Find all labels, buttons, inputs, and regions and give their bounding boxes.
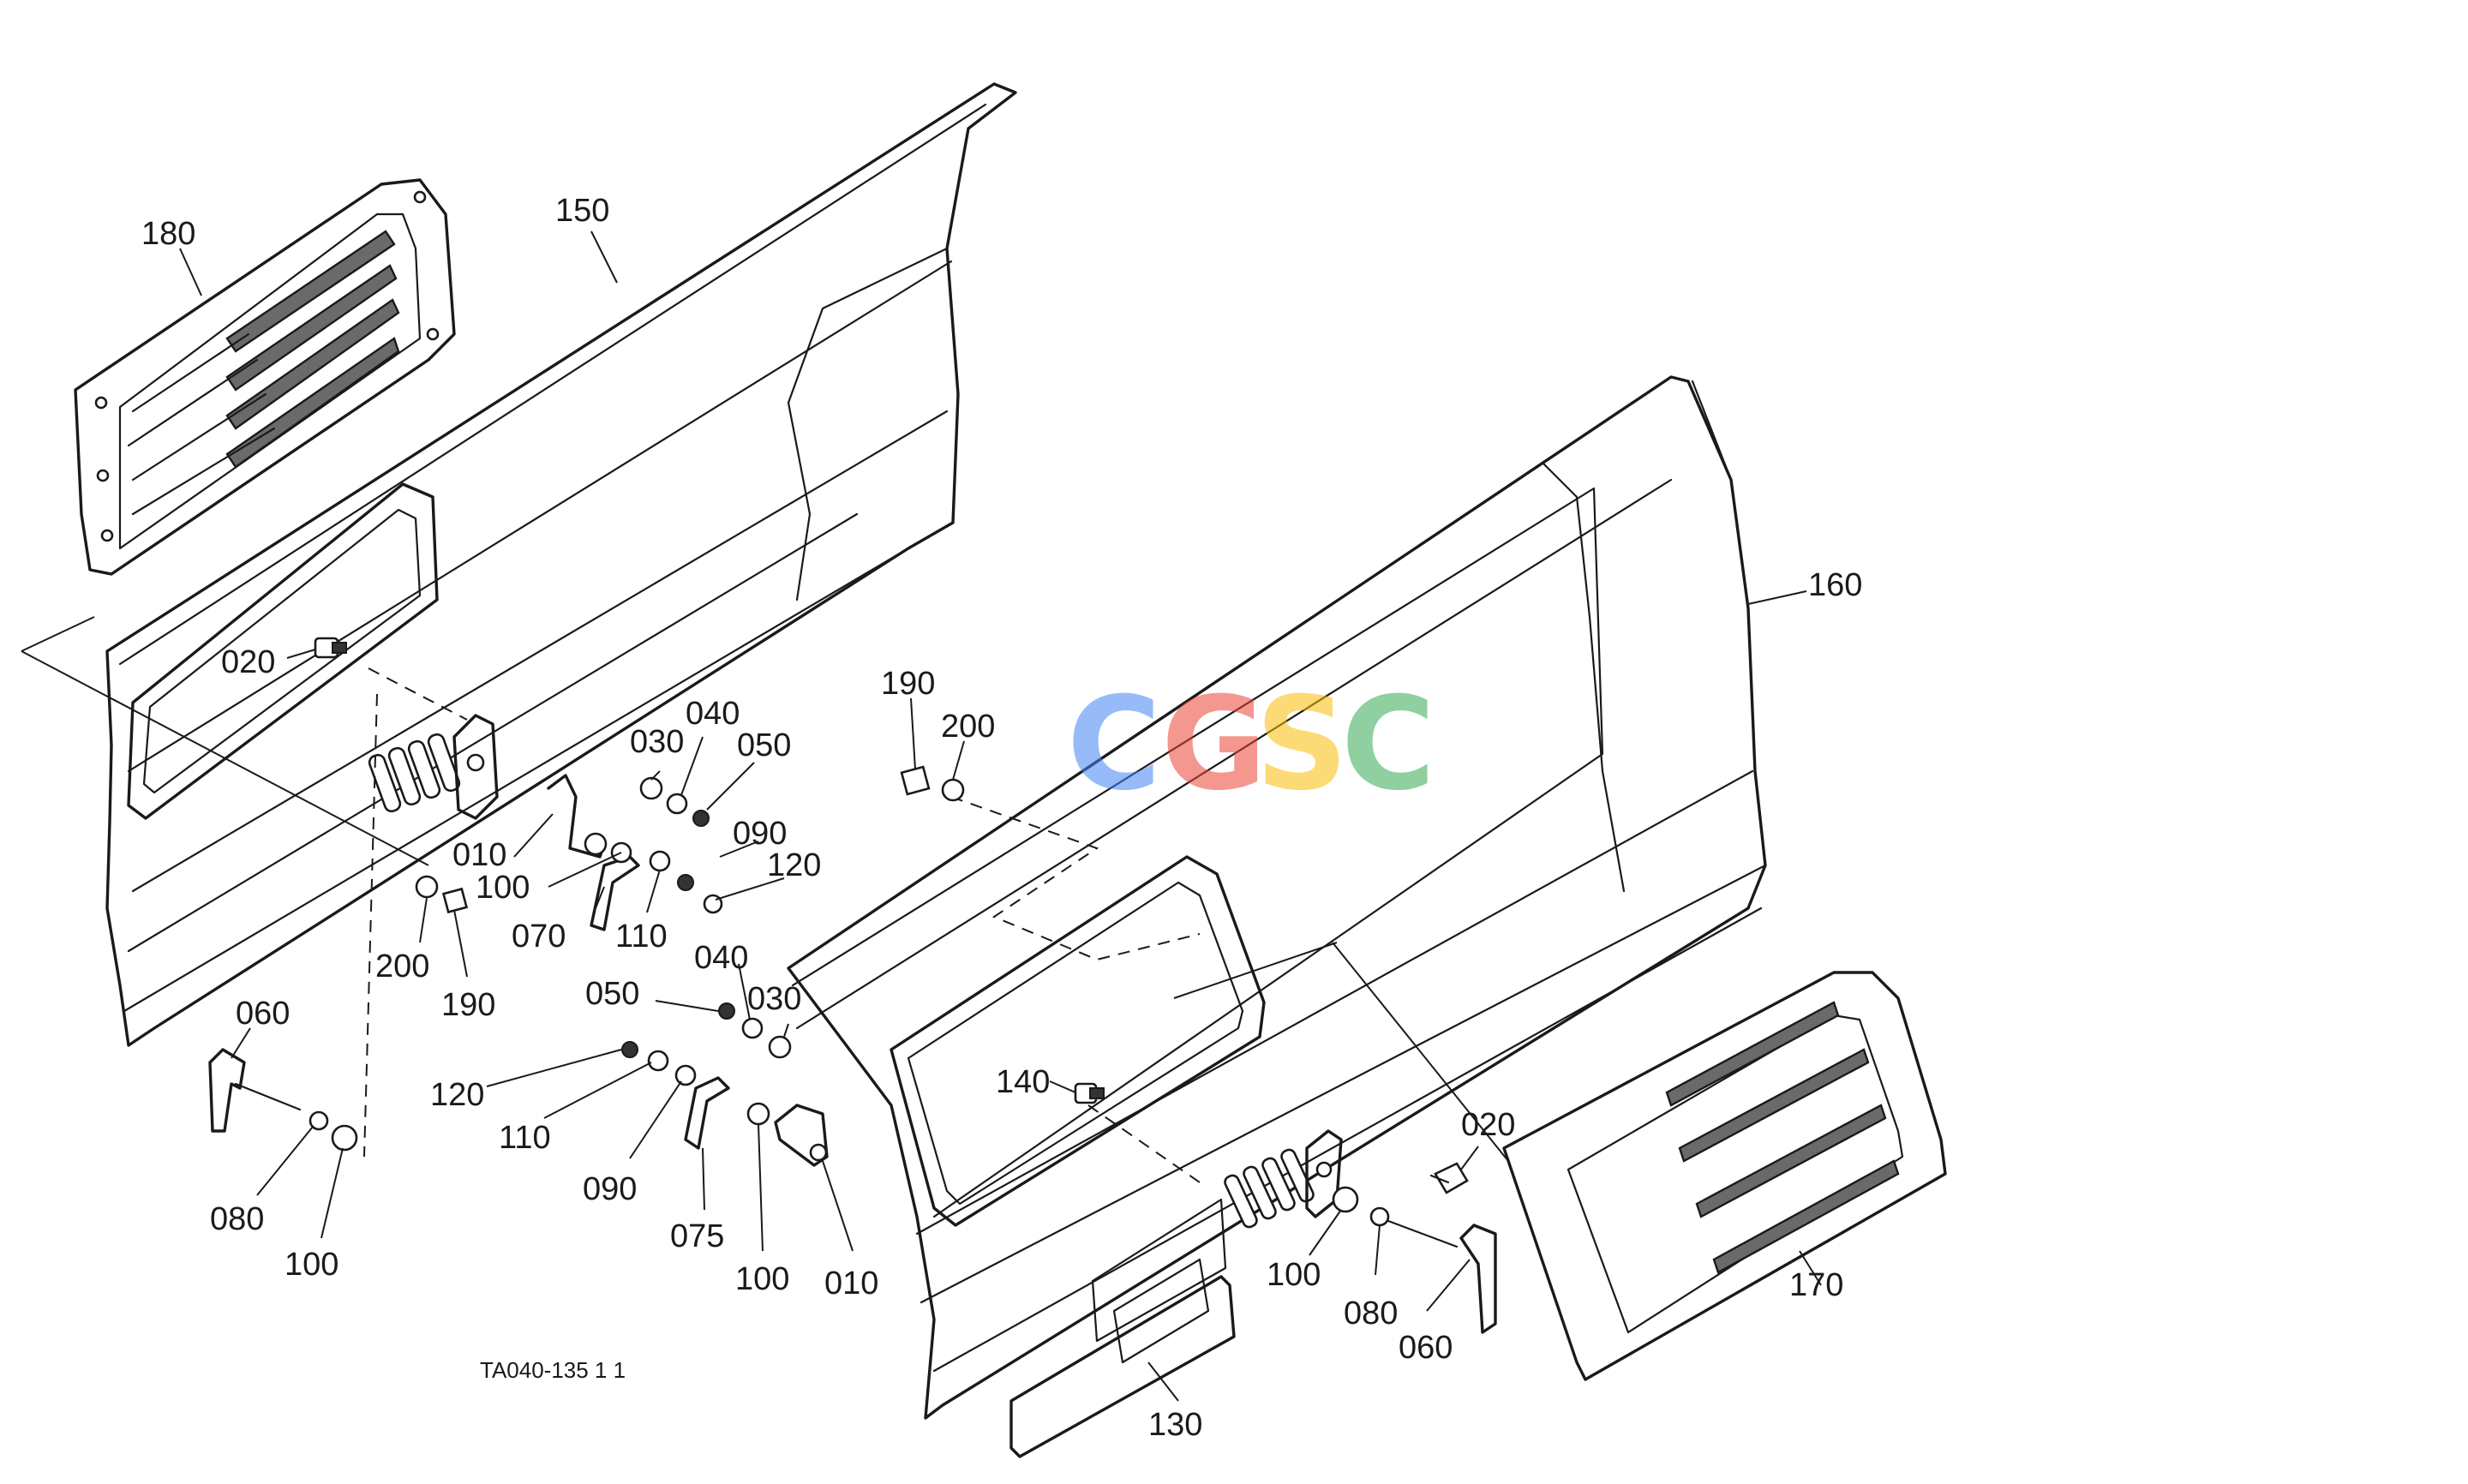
cgsc-watermark: C G S C [1067, 670, 1435, 819]
watermark-letter-3: S [1255, 670, 1348, 819]
hardware-parts [208, 637, 1497, 1334]
callout-100-right: 100 [1267, 1257, 1321, 1293]
callout-010-upper: 010 [452, 837, 506, 873]
callout-080-left: 080 [210, 1201, 264, 1237]
callout-060-left: 060 [236, 996, 290, 1032]
callout-020-right: 020 [1461, 1107, 1515, 1143]
callout-090-upper: 090 [733, 816, 787, 852]
left-side-cover-part [105, 82, 1017, 1047]
callout-020-left: 020 [221, 644, 275, 680]
leader-lines [179, 230, 1822, 1402]
callout-130: 130 [1148, 1407, 1202, 1443]
callout-200-left: 200 [375, 948, 429, 984]
watermark-letter-1: C [1067, 670, 1161, 819]
bottom-handle-panel-part [1009, 1198, 1236, 1458]
callout-160: 160 [1808, 567, 1862, 603]
callout-010-lower: 010 [824, 1266, 878, 1301]
callout-140: 140 [996, 1064, 1050, 1100]
callout-170: 170 [1789, 1267, 1843, 1303]
callout-120-lower: 120 [430, 1077, 484, 1113]
callout-110-lower: 110 [499, 1120, 551, 1156]
callout-080-right: 080 [1344, 1296, 1398, 1331]
callout-050-lower: 050 [585, 976, 639, 1012]
callout-labels: 180 150 160 170 020 030 040 050 090 120 … [141, 193, 1862, 1443]
assembly-guide-lines [21, 616, 1509, 1183]
callout-180: 180 [141, 216, 195, 252]
callout-190-right: 190 [881, 666, 935, 702]
callout-100-lower: 100 [735, 1261, 789, 1297]
watermark-letter-4: C [1341, 670, 1435, 819]
callout-050-upper: 050 [737, 727, 791, 763]
left-grille-part [74, 178, 456, 576]
callout-030-lower: 030 [747, 981, 801, 1017]
callout-190-left: 190 [441, 987, 495, 1023]
callout-120-upper: 120 [767, 847, 821, 883]
left-cover-vent-slots [368, 733, 461, 813]
callout-040-upper: 040 [686, 696, 740, 732]
callout-100-left: 100 [285, 1247, 338, 1283]
callout-100-upper: 100 [476, 870, 530, 906]
callout-200-right: 200 [941, 709, 995, 745]
callout-110-upper: 110 [615, 919, 668, 954]
callout-070: 070 [512, 919, 566, 954]
callout-150: 150 [555, 193, 609, 229]
right-cover-vent-slots [1224, 1148, 1315, 1229]
watermark-letter-2: G [1161, 670, 1267, 819]
callout-060-right: 060 [1399, 1330, 1453, 1366]
callout-030-upper: 030 [630, 724, 684, 760]
reference-code: TA040-135 1 1 [480, 1357, 626, 1383]
callout-040-lower: 040 [694, 940, 748, 976]
callout-075: 075 [670, 1218, 724, 1254]
right-grille-part [1502, 971, 1947, 1381]
callout-090-lower: 090 [583, 1171, 637, 1207]
